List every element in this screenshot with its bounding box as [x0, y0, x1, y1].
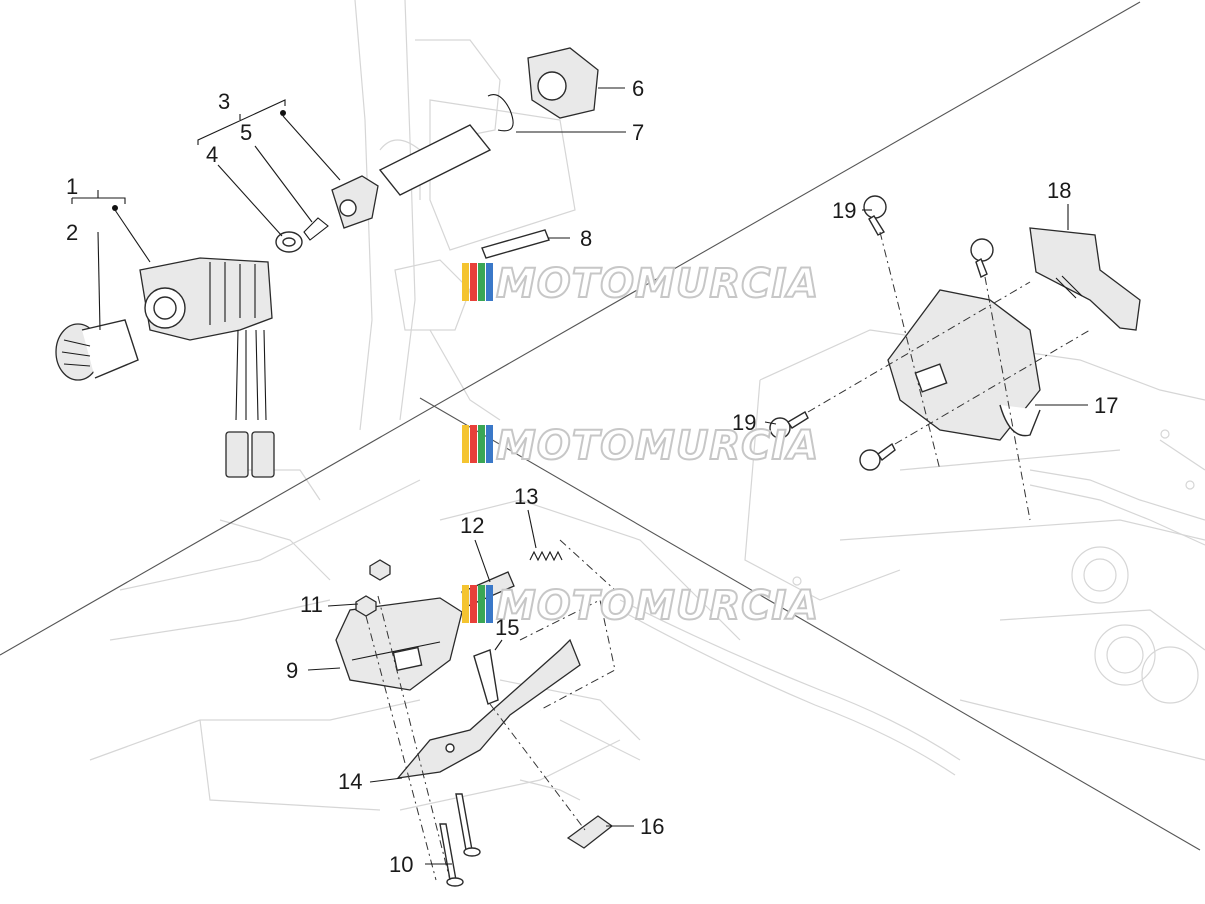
callout-19-upper: 19	[832, 198, 856, 223]
watermark-logo: MOTOMURCIA	[462, 260, 819, 308]
watermark-stripe-green	[478, 263, 485, 301]
lower-actuator-assembly	[335, 539, 616, 887]
callout-16: 16	[640, 814, 664, 839]
saddle-latch-assembly	[769, 195, 1141, 521]
watermark-logo: MOTOMURCIA	[462, 582, 819, 630]
callout-12: 12	[460, 513, 484, 538]
callout-labels: 1 2 3 4 5 6 7 8 9 10 11 12 13 14 15 16 1…	[66, 76, 1118, 877]
watermark-stripe-yellow	[462, 263, 469, 301]
callout-9: 9	[286, 658, 298, 683]
background-frame-sketch	[89, 0, 1205, 811]
watermark-stripe-yellow	[462, 585, 469, 623]
watermark-stripe-green	[478, 585, 485, 623]
callout-10: 10	[389, 852, 413, 877]
watermark-text: MOTOMURCIA	[496, 261, 819, 307]
leader-lines	[97, 87, 1088, 865]
watermark-text: MOTOMURCIA	[496, 423, 819, 469]
callout-13: 13	[514, 484, 538, 509]
watermark-stripe-blue	[486, 263, 493, 301]
section-divider-upper	[0, 1, 1141, 656]
group-brackets	[71, 99, 286, 211]
watermark-stripe-green	[478, 425, 485, 463]
watermark-stripe-blue	[486, 585, 493, 623]
callout-1: 1	[66, 174, 78, 199]
watermark-stripe-blue	[486, 425, 493, 463]
callout-15: 15	[495, 615, 519, 640]
lock-barrel-assembly	[275, 175, 379, 253]
callout-14: 14	[338, 769, 362, 794]
callout-18: 18	[1047, 178, 1071, 203]
watermark-stripe-red	[470, 425, 477, 463]
callout-7: 7	[632, 120, 644, 145]
watermark-stripe-yellow	[462, 425, 469, 463]
ignition-switch-assembly	[55, 257, 275, 478]
callout-4: 4	[206, 142, 218, 167]
callout-6: 6	[632, 76, 644, 101]
callout-19-lower: 19	[732, 410, 756, 435]
callout-17: 17	[1094, 393, 1118, 418]
watermark-text: MOTOMURCIA	[496, 583, 819, 629]
watermark-logo: MOTOMURCIA	[462, 422, 819, 470]
watermark-stripe-red	[470, 585, 477, 623]
upper-lock-assembly	[378, 47, 599, 259]
callout-2: 2	[66, 220, 78, 245]
section-divider-lower	[419, 397, 1201, 851]
callout-3: 3	[218, 89, 230, 114]
callout-5: 5	[240, 120, 252, 145]
callout-11: 11	[300, 592, 323, 617]
watermark-stripe-red	[470, 263, 477, 301]
callout-8: 8	[580, 226, 592, 251]
